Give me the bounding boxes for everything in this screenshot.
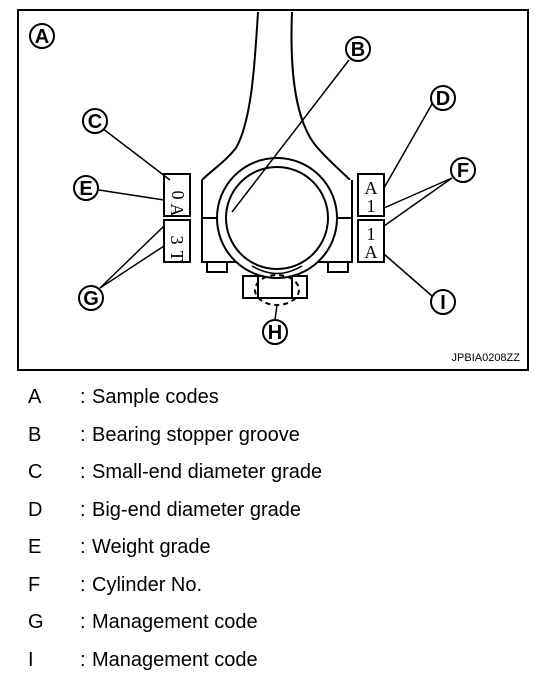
legend-item: D: Big-end diameter grade <box>0 495 560 525</box>
callout-b: B <box>345 36 371 62</box>
legend-description: Bearing stopper groove <box>92 423 300 446</box>
legend-separator: : <box>80 573 86 596</box>
callout-e: E <box>73 175 99 201</box>
stamp-cylinder-2: 1 <box>367 224 376 244</box>
legend-description: Small-end diameter grade <box>92 461 323 483</box>
legend-key: A <box>28 386 42 408</box>
panel-callout-a: A <box>29 23 55 49</box>
stamp-weight-grade: 0 <box>168 191 188 200</box>
stamp-big-end-grade: A <box>365 178 378 198</box>
callout-h: H <box>262 319 288 345</box>
svg-text:B: B <box>351 39 365 61</box>
legend-key: B <box>28 423 42 446</box>
legend-item: F: Cylinder No. <box>0 570 560 600</box>
legend-separator: : <box>80 423 86 446</box>
callout-c: C <box>82 108 108 134</box>
legend-key: G <box>28 611 44 633</box>
legend-description: Management code <box>92 611 258 633</box>
legend-key: I <box>28 648 34 671</box>
legend-description: Cylinder No. <box>92 573 203 596</box>
panel-letter: A <box>35 26 49 48</box>
legend-description: Big-end diameter grade <box>92 498 302 521</box>
legend-item: C: Small-end diameter grade <box>0 457 560 487</box>
callout-d: D <box>430 85 456 111</box>
callout-f: F <box>450 157 476 183</box>
callout-i: I <box>430 289 456 315</box>
legend-separator: : <box>80 648 86 671</box>
legend-separator: : <box>80 536 86 558</box>
legend-description: Management code <box>92 648 258 671</box>
legend-item: G: Management code <box>0 607 560 637</box>
legend-key: F <box>28 573 41 596</box>
legend-key: D <box>28 498 43 521</box>
svg-text:C: C <box>88 111 102 133</box>
legend-item: A: Sample codes <box>0 382 560 412</box>
legend-separator: : <box>80 611 86 633</box>
figure-frame <box>17 9 529 371</box>
legend-separator: : <box>80 386 86 408</box>
legend-description: Sample codes <box>92 386 219 408</box>
legend-description: Weight grade <box>92 536 211 558</box>
stamp-small-end-grade: A <box>167 204 187 217</box>
legend-key: C <box>28 461 43 483</box>
legend-item: E: Weight grade <box>0 532 560 562</box>
svg-text:E: E <box>79 178 92 200</box>
connecting-rod-diagram: A 0 A 3 T A 1 1 A <box>17 9 529 371</box>
legend-item: I: Management code <box>0 645 560 675</box>
svg-text:G: G <box>83 288 99 310</box>
left-stamp-block: 0 A 3 T <box>163 173 191 263</box>
legend-separator: : <box>80 498 86 521</box>
callout-g: G <box>78 285 104 311</box>
svg-text:F: F <box>457 160 469 182</box>
right-stamp-block: A 1 1 A <box>357 173 385 263</box>
svg-text:D: D <box>436 88 450 110</box>
svg-text:I: I <box>440 292 446 314</box>
figure-id: JPBIA0208ZZ <box>452 352 521 364</box>
legend-item: B: Bearing stopper groove <box>0 420 560 450</box>
stamp-cylinder-1: 1 <box>367 196 376 216</box>
legend-key: E <box>28 536 42 558</box>
stamp-mgmt-left-2: T <box>167 251 187 262</box>
leader-lines <box>98 59 453 321</box>
stamp-mgmt-right: A <box>365 242 378 262</box>
svg-text:H: H <box>268 322 282 344</box>
stamp-mgmt-left-1: 3 <box>167 236 187 245</box>
rod-shank <box>201 11 351 181</box>
legend-separator: : <box>80 461 86 483</box>
rod-bore <box>216 157 338 279</box>
